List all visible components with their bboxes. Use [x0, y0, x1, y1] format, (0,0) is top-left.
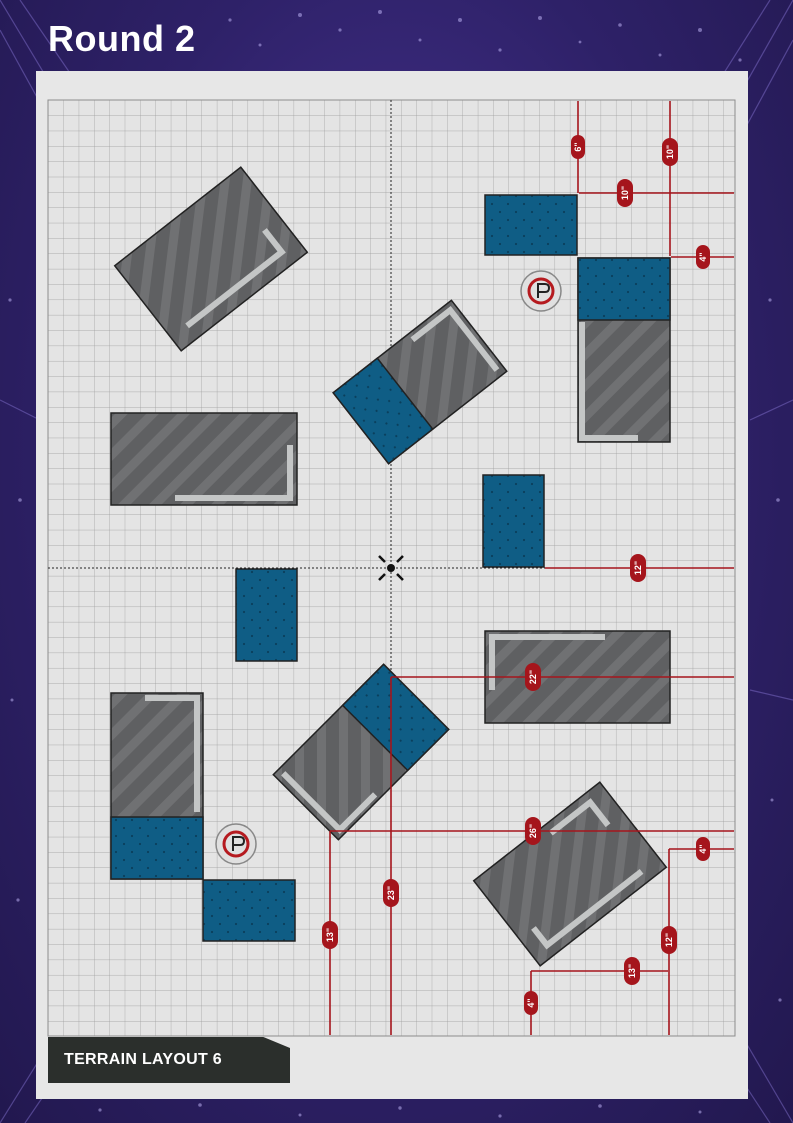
crate-center-right [482, 474, 545, 568]
svg-text:10": 10" [620, 186, 630, 200]
measure-badge: 22" [525, 663, 541, 691]
measure-badge: 12" [661, 926, 677, 954]
objective-marker-icon [215, 823, 257, 865]
center-crosshair-icon [378, 555, 404, 581]
round-title: Round 2 [48, 18, 196, 59]
objective-marker-icon [520, 270, 562, 312]
measure-badge: 4" [524, 991, 538, 1015]
ruin-center-diagonal [332, 299, 508, 465]
svg-text:4": 4" [526, 998, 536, 1007]
svg-text:22": 22" [528, 670, 538, 684]
ruin-right-upper [577, 257, 671, 443]
layout-label-text: TERRAIN LAYOUT 6 [64, 1051, 223, 1068]
measure-badge: 4" [696, 837, 710, 861]
ruin-bottom-center-diagonal [272, 663, 450, 841]
measure-badge: 10" [662, 138, 678, 166]
crate-center-left [235, 568, 298, 662]
measure-badge: 23" [383, 879, 399, 907]
measure-badge: 13" [624, 957, 640, 985]
ruin-left-middle [110, 412, 298, 506]
svg-text:13": 13" [627, 964, 637, 978]
svg-text:12": 12" [664, 933, 674, 947]
measure-badge: 13" [322, 921, 338, 949]
svg-text:4": 4" [698, 844, 708, 853]
measure-badge: 10" [617, 179, 633, 207]
crate-bottom-left [202, 879, 296, 942]
svg-text:4": 4" [698, 252, 708, 261]
measure-badge: 4" [696, 245, 710, 269]
measure-badge: 12" [630, 554, 646, 582]
crate-top-right [484, 194, 578, 256]
svg-text:23": 23" [386, 886, 396, 900]
measure-badge: 26" [525, 817, 541, 845]
measure-badge: 6" [571, 135, 585, 159]
svg-text:10": 10" [665, 145, 675, 159]
svg-text:13": 13" [325, 928, 335, 942]
ruin-top-left [113, 166, 309, 352]
ruin-left-lower [110, 692, 204, 880]
layout-label: TERRAIN LAYOUT 6 [48, 1037, 290, 1083]
svg-text:12": 12" [633, 561, 643, 575]
svg-text:6": 6" [573, 142, 583, 151]
svg-text:26": 26" [528, 824, 538, 838]
